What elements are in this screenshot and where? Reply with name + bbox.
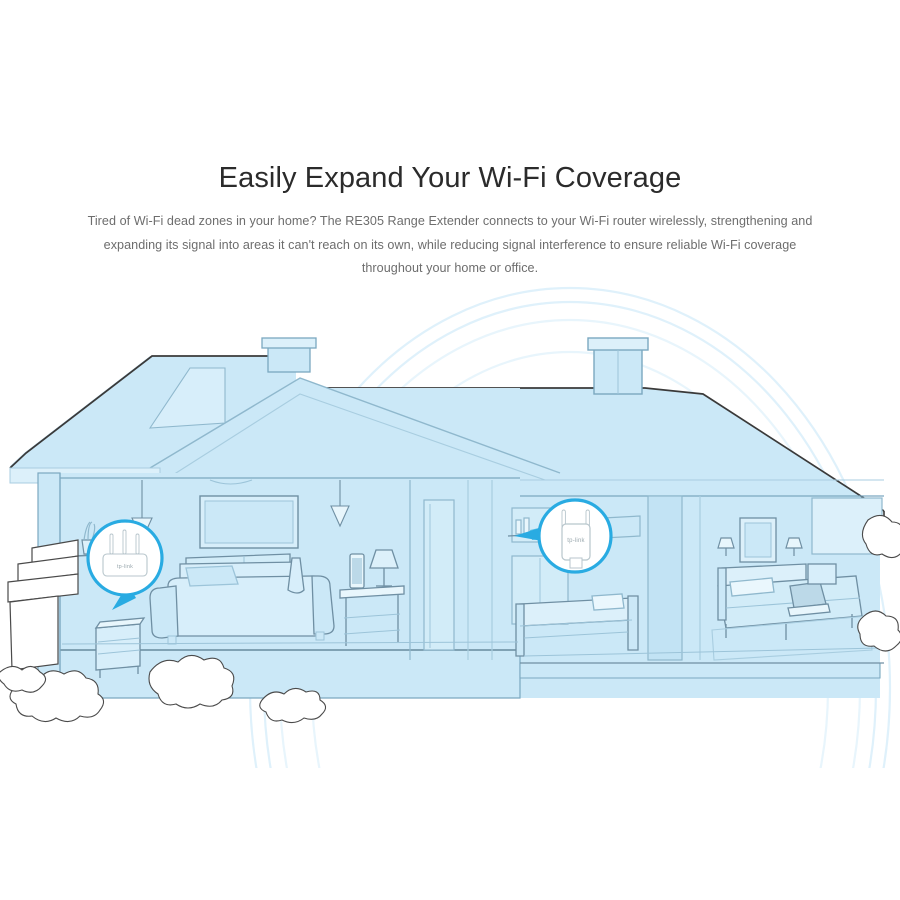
interior-ceiling bbox=[60, 477, 884, 497]
copy-block: Easily Expand Your Wi-Fi Coverage Tired … bbox=[0, 160, 900, 280]
router-icon: tp-link bbox=[102, 529, 148, 577]
bushes bbox=[0, 514, 900, 724]
side-table-right bbox=[339, 549, 405, 646]
exterior-planter bbox=[7, 539, 79, 671]
chimney-right bbox=[587, 337, 649, 395]
interior-partition-left bbox=[409, 480, 493, 660]
page-description: Tired of Wi-Fi dead zones in your home? … bbox=[87, 214, 813, 275]
picture-frame bbox=[739, 517, 777, 563]
interior-partition-right bbox=[647, 495, 701, 661]
sofa bbox=[149, 553, 335, 645]
router-callout[interactable]: tp-link bbox=[86, 519, 164, 610]
house-main-roof bbox=[9, 337, 561, 484]
range-extender-icon: tp-link bbox=[561, 509, 591, 569]
double-bed bbox=[717, 563, 863, 640]
page-title: Easily Expand Your Wi-Fi Coverage bbox=[218, 162, 682, 194]
chimney-left bbox=[261, 337, 317, 373]
house-illustration-svg: tp-link tp-link bbox=[0, 287, 900, 768]
svg-text:tp-link: tp-link bbox=[567, 538, 585, 544]
floor-lines bbox=[61, 641, 881, 657]
wall-tv bbox=[199, 495, 299, 549]
extender-callout[interactable]: tp-link bbox=[514, 498, 613, 574]
house-illustration: tp-link tp-link bbox=[0, 268, 900, 768]
nightstand-left bbox=[94, 617, 146, 678]
wall-lamps bbox=[717, 537, 803, 556]
single-bed bbox=[515, 593, 639, 657]
svg-text:tp-link: tp-link bbox=[117, 564, 133, 570]
